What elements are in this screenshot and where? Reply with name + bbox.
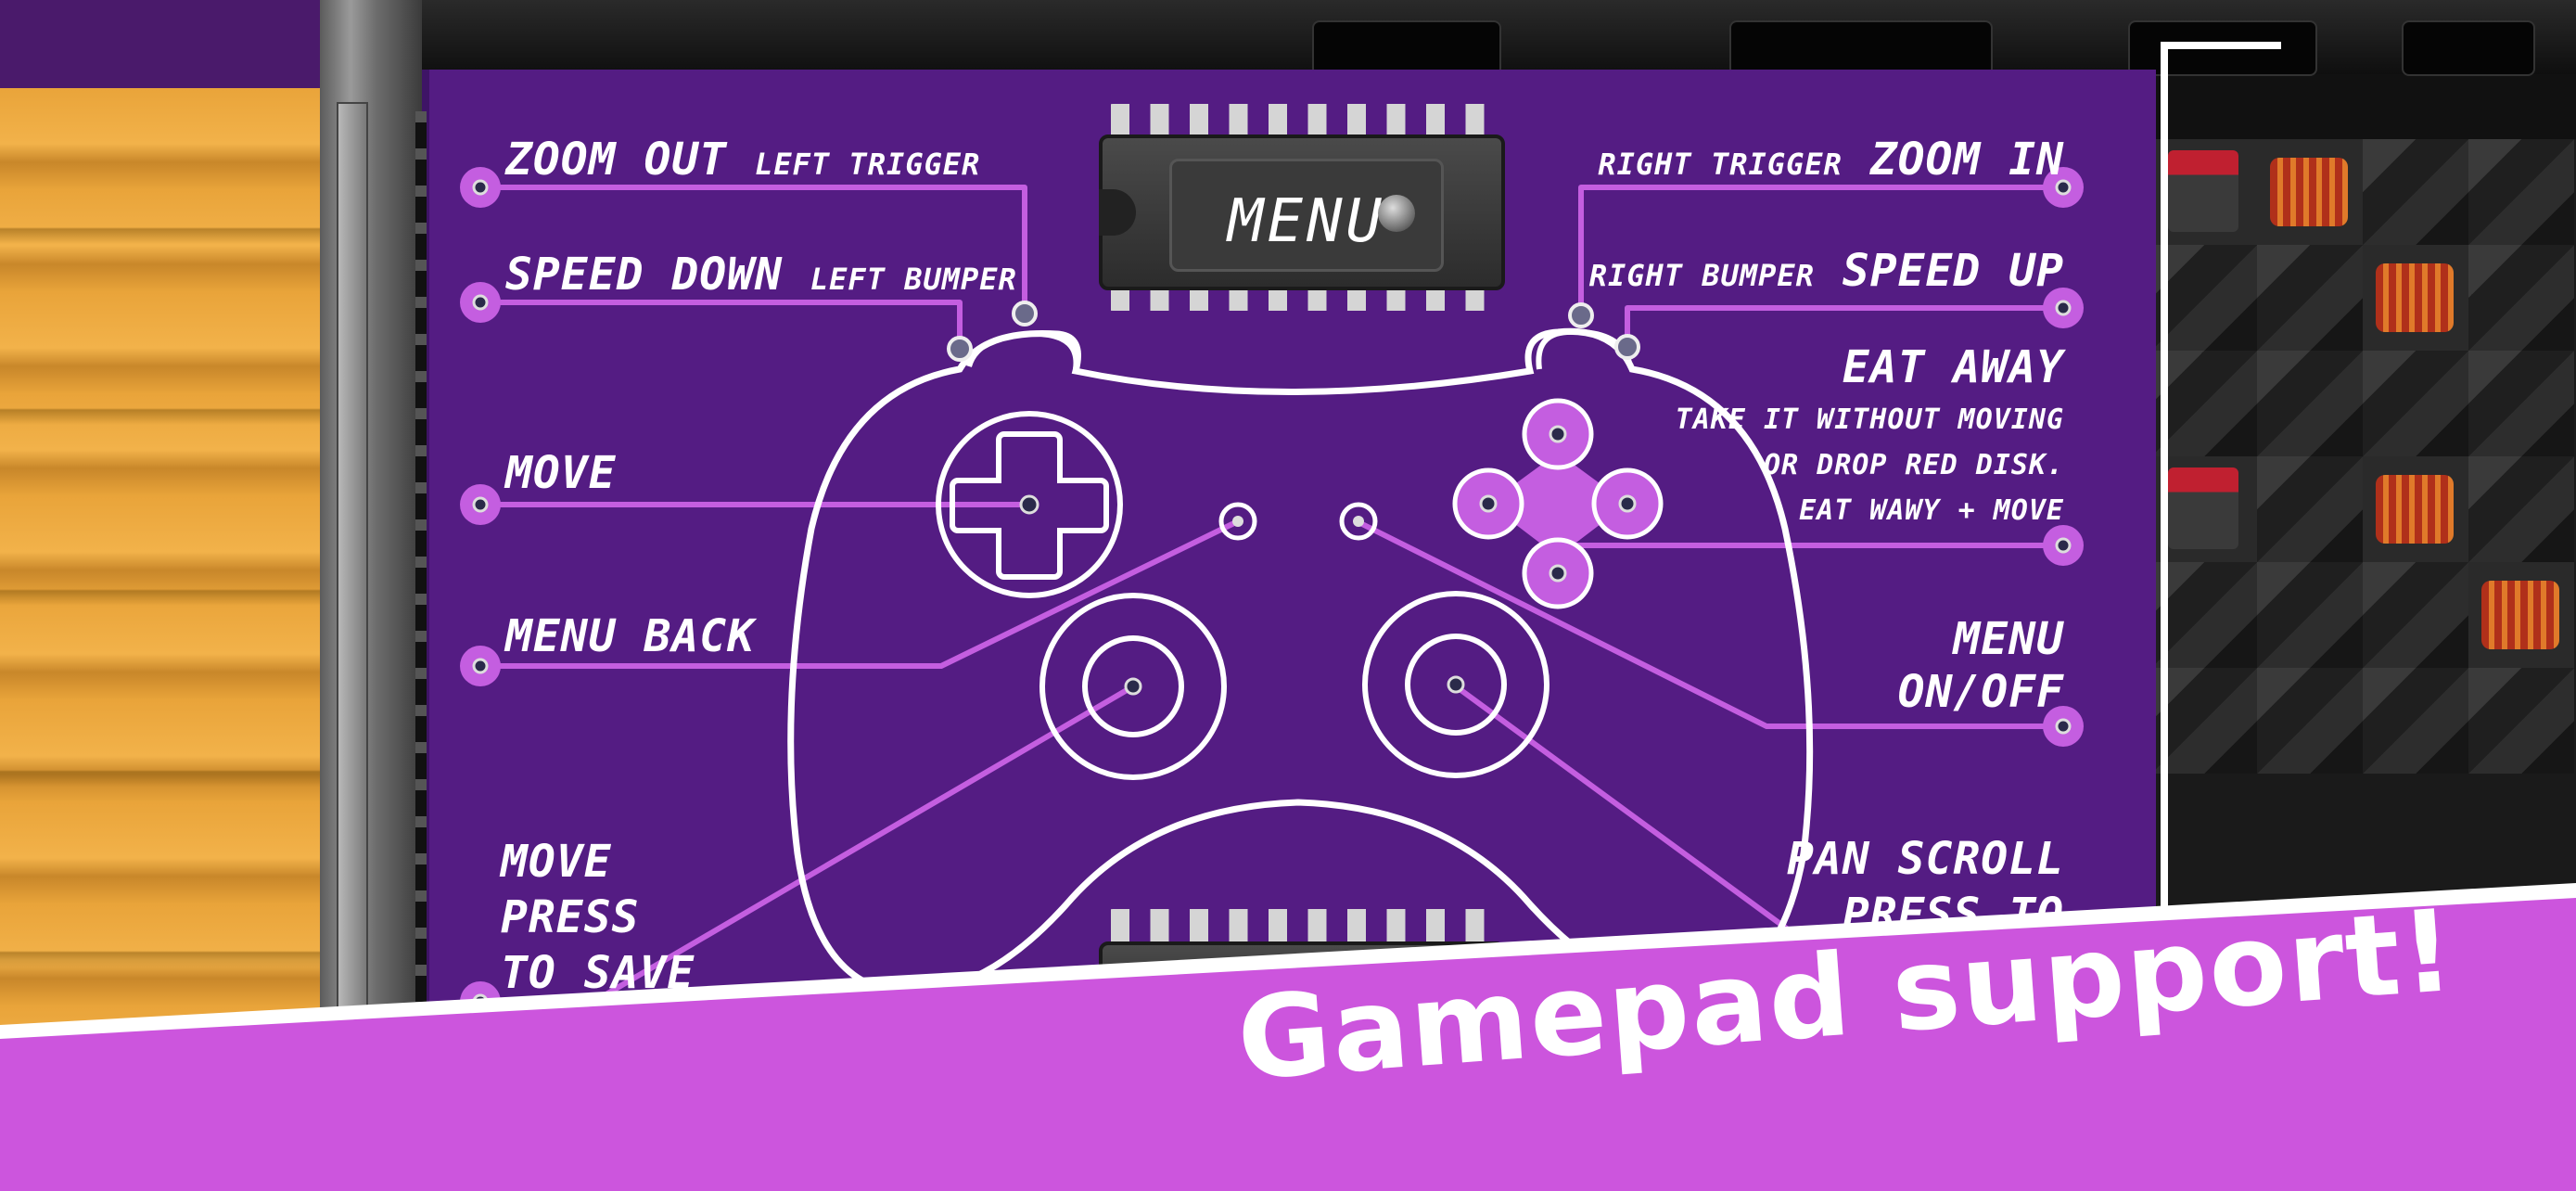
left-trigger-pad bbox=[1012, 301, 1038, 327]
label-eat-away-desc-3: EAT WAWY + MOVE bbox=[1799, 494, 2064, 527]
label-zoom-in: RIGHT TRIGGER ZOOM IN bbox=[1598, 134, 2064, 186]
menu-chip-label: MENU bbox=[1227, 187, 1386, 256]
label-menu-onoff-2: ON/OFF bbox=[1897, 666, 2064, 718]
left-stick-icon bbox=[1082, 635, 1184, 737]
hud-display-2 bbox=[1729, 20, 1993, 76]
label-menu-onoff-1: MENU bbox=[1953, 613, 2064, 665]
face-button-diamond bbox=[1488, 453, 1627, 557]
right-bumper-pad bbox=[1614, 334, 1640, 360]
left-bumper-icon bbox=[966, 330, 1079, 370]
trace-zoom-in bbox=[1578, 185, 2063, 315]
left-bumper-pad bbox=[947, 336, 973, 362]
red-disk-tile bbox=[2151, 456, 2257, 562]
label-eat-away-desc-2: OR DROP RED DISK. bbox=[1763, 449, 2064, 481]
right-stick-icon bbox=[1405, 634, 1507, 736]
bug-tile bbox=[2468, 562, 2574, 668]
label-move: MOVE bbox=[505, 447, 617, 499]
label-pan-scroll-1: PAN SCROLL bbox=[1787, 833, 2064, 885]
dpad-ring bbox=[936, 411, 1123, 598]
trace-menu-onoff bbox=[1357, 519, 2063, 729]
label-move-press-2: PRESS bbox=[501, 891, 640, 943]
label-move-press-3: TO SAVE bbox=[501, 947, 695, 999]
bug-tile bbox=[2363, 456, 2468, 562]
label-move-press-1: MOVE bbox=[501, 836, 612, 888]
label-eat-away-desc-1: TAKE IT WITHOUT MOVING bbox=[1675, 403, 2064, 436]
menu-chip[interactable]: MENU bbox=[1099, 134, 1505, 290]
trace-speed-down bbox=[480, 300, 963, 349]
label-eat-away: EAT AWAY bbox=[1842, 341, 2064, 393]
left-stick-outer bbox=[1039, 593, 1227, 780]
chip-led-icon bbox=[1378, 195, 1415, 232]
trace-menu-back bbox=[480, 519, 1240, 669]
bug-tile bbox=[2257, 139, 2363, 245]
top-hud bbox=[422, 0, 2576, 76]
right-stick-outer bbox=[1362, 591, 1549, 778]
trace-zoom-out bbox=[480, 185, 1027, 314]
popup-edge-pins bbox=[415, 111, 427, 1039]
red-disk-tile bbox=[2151, 139, 2257, 245]
left-metal-rail bbox=[320, 0, 422, 1033]
start-button-icon bbox=[1339, 502, 1378, 541]
dpad-icon bbox=[950, 431, 1109, 580]
label-menu-back: MENU BACK bbox=[505, 610, 756, 662]
bug-tile bbox=[2363, 245, 2468, 351]
label-speed-down: SPEED DOWN LEFT BUMPER bbox=[505, 249, 1017, 301]
right-trigger-pad bbox=[1568, 302, 1594, 328]
left-pcb-strip bbox=[0, 0, 320, 88]
hud-display-4 bbox=[2402, 20, 2535, 76]
label-zoom-out: ZOOM OUT LEFT TRIGGER bbox=[505, 134, 981, 186]
back-button-icon bbox=[1218, 502, 1257, 541]
label-speed-up: RIGHT BUMPER SPEED UP bbox=[1588, 245, 2064, 297]
